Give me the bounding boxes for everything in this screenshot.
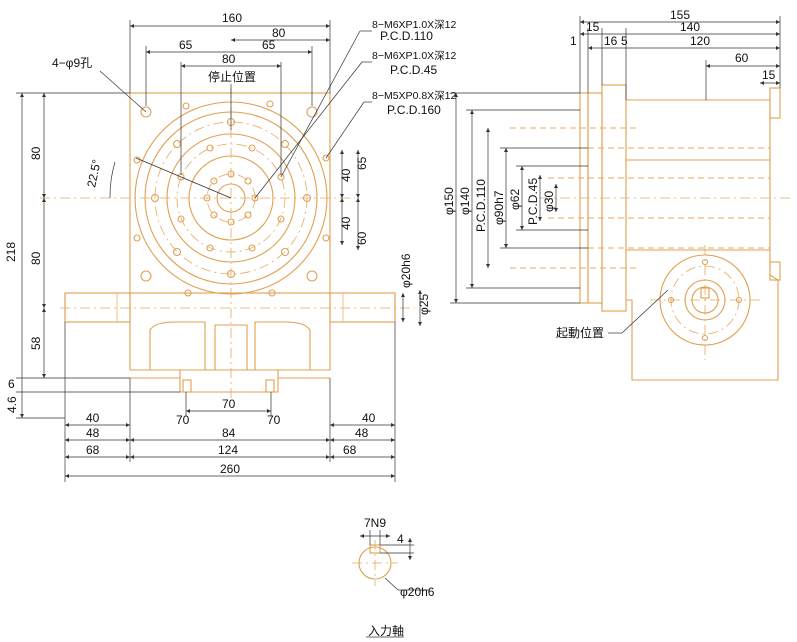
corner-hole bbox=[140, 106, 152, 118]
dim-phi20h6: φ20h6 bbox=[399, 253, 413, 288]
dim-40-lower: 40 bbox=[339, 216, 353, 230]
dim-phi25: φ25 bbox=[417, 294, 431, 315]
dim-218: 218 bbox=[4, 242, 18, 262]
dim-155: 155 bbox=[670, 8, 690, 22]
callout-1a: 8−M6XP1.0X深12 bbox=[372, 19, 457, 31]
corner-hole bbox=[306, 106, 318, 118]
housing-square bbox=[129, 92, 331, 294]
dim-65-left: 65 bbox=[179, 38, 193, 52]
dim-68-right: 68 bbox=[343, 443, 357, 457]
side-dimensions: 155 140 15 120 1 16 5 60 15 φ150 φ140 P.… bbox=[442, 8, 781, 340]
callout-2b: P.C.D.45 bbox=[390, 63, 437, 77]
hole-label: 4−φ9孔 bbox=[52, 56, 92, 70]
corner-hole bbox=[306, 270, 318, 282]
dim-40-left: 40 bbox=[86, 411, 100, 425]
dim-70-left: 70 bbox=[176, 413, 190, 427]
holes-pcd110 bbox=[177, 144, 285, 252]
dim-160: 160 bbox=[222, 11, 242, 25]
dim-68-left: 68 bbox=[86, 443, 100, 457]
dim-4-6: 4.6 bbox=[5, 396, 19, 413]
angle-label: 22.5° bbox=[84, 158, 104, 189]
dim-40-right: 40 bbox=[362, 411, 376, 425]
dim-70-right: 70 bbox=[267, 413, 281, 427]
callout-2a: 8−M6XP1.0X深12 bbox=[372, 50, 457, 62]
start-position-label: 起動位置 bbox=[556, 325, 604, 340]
callout-3b: P.C.D.160 bbox=[387, 103, 441, 117]
dim-80-lower: 80 bbox=[29, 251, 43, 265]
shaft-diameter: φ20h6 bbox=[400, 585, 435, 599]
input-shaft-detail: 7N9 4 φ20h6 入力軸 bbox=[352, 516, 435, 638]
dim-80-top: 80 bbox=[272, 26, 286, 40]
corner-hole bbox=[140, 270, 152, 282]
front-dimensions: 160 80 65 65 80 停止位置 4−φ9孔 8−M6XP1.0X深12… bbox=[4, 11, 457, 482]
holes-pcd160 bbox=[150, 117, 312, 279]
dim-6: 6 bbox=[8, 377, 15, 391]
dim-phi90h7: φ90h7 bbox=[492, 190, 506, 225]
dim-120: 120 bbox=[690, 34, 710, 48]
dim-84: 84 bbox=[222, 426, 236, 440]
dim-40-upper: 40 bbox=[339, 168, 353, 182]
dim-1: 1 bbox=[570, 34, 577, 48]
dim-140: 140 bbox=[680, 20, 700, 34]
dim-15b: 15 bbox=[762, 68, 776, 82]
outer-ring-holes bbox=[133, 100, 330, 297]
dim-260: 260 bbox=[220, 462, 240, 476]
right-shaft bbox=[329, 292, 396, 323]
dim-80-mid: 80 bbox=[222, 52, 236, 66]
dim-phi140: φ140 bbox=[458, 187, 472, 215]
stop-position-label: 停止位置 bbox=[208, 69, 256, 84]
side-body bbox=[626, 99, 779, 381]
dim-60-side: 60 bbox=[735, 51, 749, 65]
dim-80-upper: 80 bbox=[29, 146, 43, 160]
dim-124: 124 bbox=[218, 443, 238, 457]
dim-16: 16 bbox=[604, 34, 618, 48]
dim-60-v: 60 bbox=[355, 231, 369, 245]
dim-15a: 15 bbox=[586, 20, 600, 34]
dim-phi62: φ62 bbox=[508, 189, 522, 210]
dim-70-center: 70 bbox=[222, 397, 236, 411]
dim-48-left: 48 bbox=[86, 426, 100, 440]
dim-phi30: φ30 bbox=[542, 191, 556, 212]
dim-pcd45: P.C.D.45 bbox=[526, 178, 540, 225]
input-shaft-title: 入力軸 bbox=[368, 624, 404, 638]
dim-pcd110: P.C.D.110 bbox=[474, 179, 488, 232]
dim-65-v: 65 bbox=[355, 156, 369, 170]
key-width: 7N9 bbox=[364, 516, 386, 530]
dim-phi150: φ150 bbox=[442, 187, 456, 215]
key-depth: 4 bbox=[397, 532, 404, 546]
side-view bbox=[510, 84, 790, 381]
callout-1b: P.C.D.110 bbox=[380, 29, 433, 43]
left-shaft bbox=[64, 292, 131, 323]
dim-48-right: 48 bbox=[355, 426, 369, 440]
dim-58: 58 bbox=[29, 336, 43, 350]
callout-3a: 8−M5XP0.8X深12 bbox=[372, 90, 457, 102]
dim-65-right: 65 bbox=[262, 38, 276, 52]
dim-5: 5 bbox=[621, 34, 628, 48]
front-view bbox=[40, 88, 415, 400]
